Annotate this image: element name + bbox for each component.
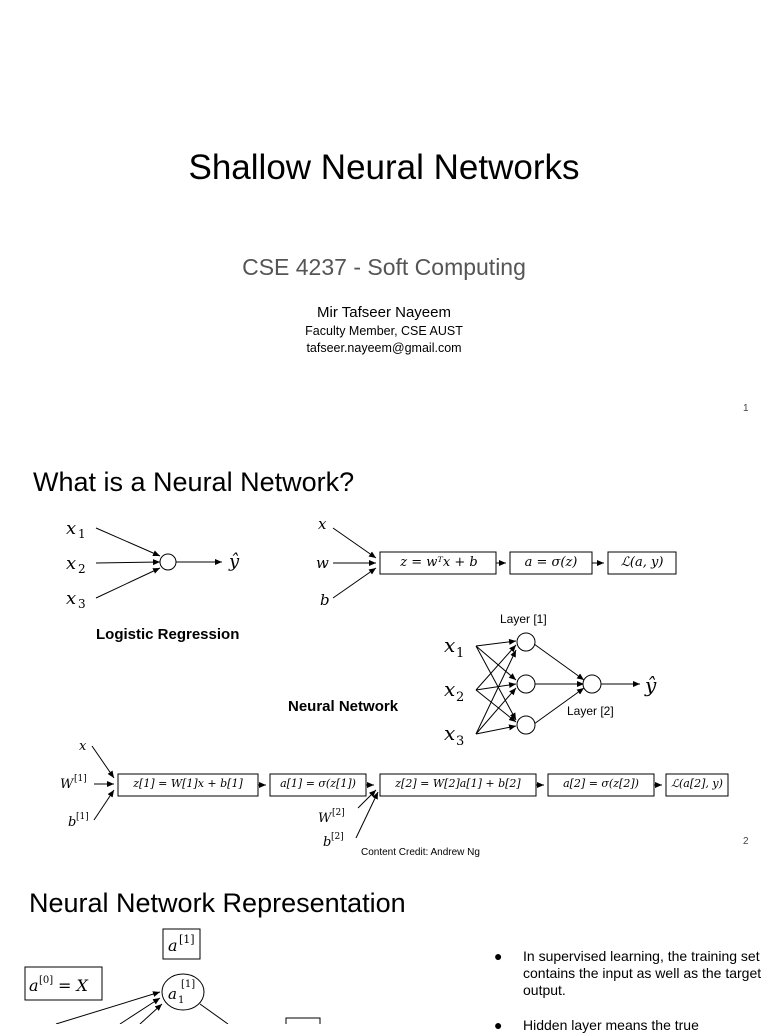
bullet-hidden-layer: Hidden layer means the true <box>523 1017 699 1033</box>
slide1-author: Mir Tafseer Nayeem <box>317 304 451 321</box>
slide3-heading: Neural Network Representation <box>29 888 406 918</box>
svg-text:x: x <box>444 721 455 745</box>
bullet-icon: ● <box>494 1017 503 1033</box>
slide1-subtitle: CSE 4237 - Soft Computing <box>242 254 526 280</box>
svg-text:x: x <box>318 515 327 533</box>
lr-box-linear: z = wᵀx + b <box>400 555 478 570</box>
svg-text:[0]: [0] <box>39 975 53 986</box>
slide1-page-number: 1 <box>743 403 749 414</box>
svg-text:x: x <box>444 677 455 701</box>
svg-text:1: 1 <box>456 646 464 661</box>
svg-text:3: 3 <box>78 597 86 611</box>
svg-text:[1]: [1] <box>74 774 87 784</box>
svg-text:1: 1 <box>178 995 184 1006</box>
nn-box-a2: a[2] = σ(z[2]) <box>563 777 639 790</box>
svg-text:a: a <box>29 976 39 995</box>
svg-text:b: b <box>320 591 330 609</box>
svg-text:x: x <box>66 588 76 609</box>
slide1-email: tafseer.nayeem@gmail.com <box>306 341 462 355</box>
svg-text:ŷ: ŷ <box>228 551 240 572</box>
svg-text:b: b <box>323 835 331 850</box>
lr-box-loss: ℒ(a, y) <box>620 555 664 570</box>
nn-box-z2: z[2] = W[2]a[1] + b[2] <box>395 777 521 790</box>
svg-text:= X: = X <box>58 976 88 995</box>
svg-text:w: w <box>316 554 329 572</box>
svg-text:2: 2 <box>78 562 86 576</box>
content-credit: Content Credit: Andrew Ng <box>361 847 480 858</box>
bullet-supervised-learning: In supervised learning, the training set… <box>523 948 762 998</box>
svg-text:x: x <box>66 518 76 539</box>
layer1-label: Layer [1] <box>500 612 547 626</box>
svg-text:x: x <box>66 553 76 574</box>
svg-text:[1]: [1] <box>179 933 195 946</box>
svg-text:3: 3 <box>456 734 464 749</box>
logistic-computation-graph: x w b <box>316 515 677 609</box>
svg-text:1: 1 <box>78 527 86 541</box>
nn-box-z1: z[1] = W[1]x + b[1] <box>133 777 243 790</box>
svg-text:x: x <box>79 739 87 754</box>
nn-box-a1: a[1] = σ(z[1]) <box>280 777 356 790</box>
svg-text:[1]: [1] <box>76 812 89 822</box>
svg-text:W: W <box>60 777 75 792</box>
svg-text:[1]: [1] <box>181 979 195 990</box>
svg-text:b: b <box>68 815 76 830</box>
svg-text:a: a <box>168 985 177 1003</box>
network-computation-graph: x W[1] b[1] W[2] b[2] <box>60 739 729 850</box>
slide2-heading: What is a Neural Network? <box>33 467 355 497</box>
svg-text:ŷ: ŷ <box>644 673 657 697</box>
neural-network-label: Neural Network <box>288 698 399 715</box>
logistic-regression-label: Logistic Regression <box>96 626 240 643</box>
slide2-page-number: 2 <box>743 836 749 847</box>
svg-text:x: x <box>444 633 455 657</box>
bullet-icon: ● <box>494 948 503 964</box>
svg-text:[2]: [2] <box>332 808 345 818</box>
svg-text:a: a <box>168 936 178 955</box>
slide1-title: Shallow Neural Networks <box>188 148 580 187</box>
layer2-label: Layer [2] <box>567 704 614 718</box>
lr-box-activation: a = σ(z) <box>524 555 578 570</box>
nn-box-loss: ℒ(a[2], y) <box>671 777 723 790</box>
svg-text:2: 2 <box>456 690 464 705</box>
svg-text:W: W <box>318 811 333 826</box>
svg-text:[2]: [2] <box>331 832 344 842</box>
slide1-affiliation: Faculty Member, CSE AUST <box>305 324 463 338</box>
